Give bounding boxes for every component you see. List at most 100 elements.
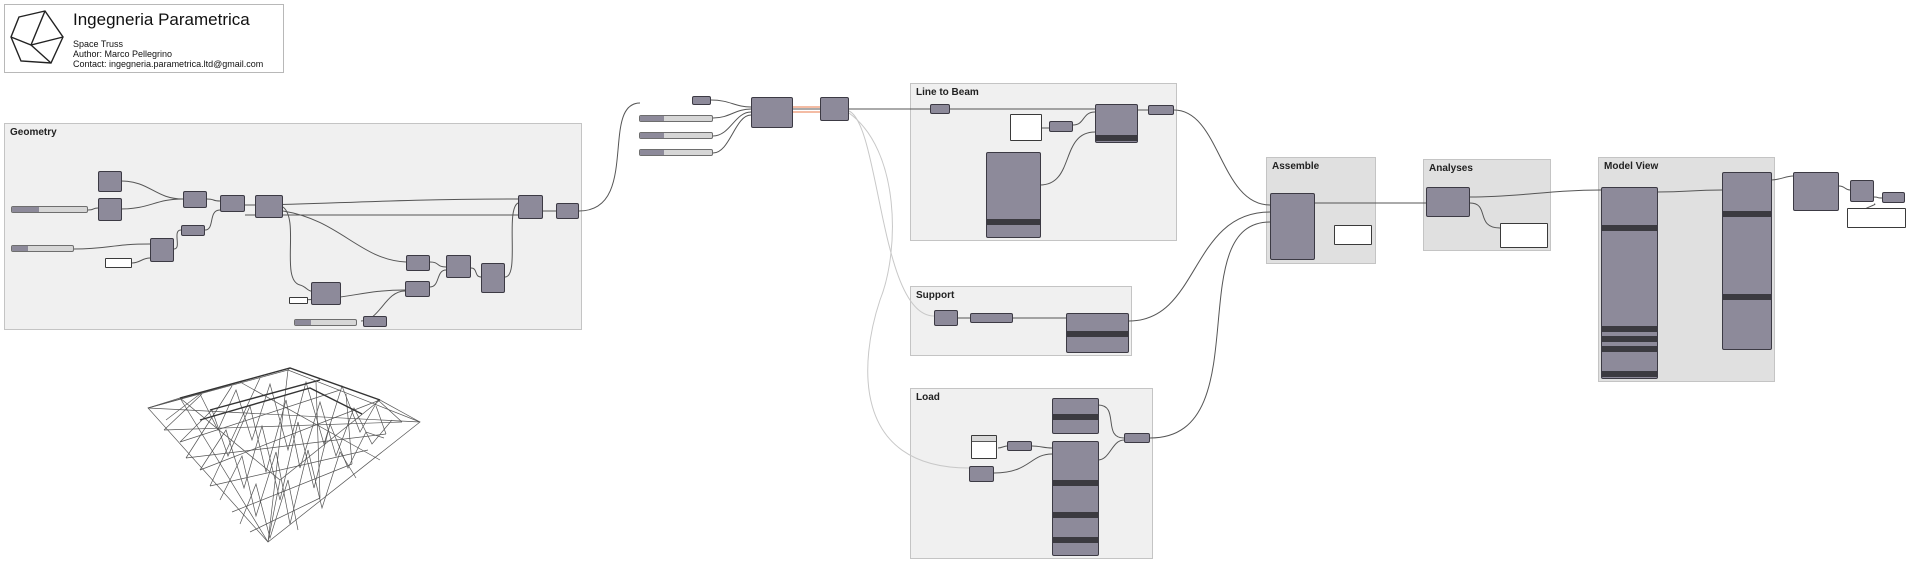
- wire: [578, 102, 641, 212]
- component-node[interactable]: [518, 195, 543, 219]
- group-label-model-view: Model View: [1604, 161, 1659, 172]
- component-node[interactable]: [255, 195, 283, 218]
- wire: [292, 289, 406, 301]
- space-truss-preview-icon: [147, 367, 421, 543]
- group-label-line-to-beam: Line to Beam: [916, 87, 979, 98]
- wire: [1097, 404, 1125, 439]
- component-node[interactable]: [406, 255, 430, 271]
- component-node[interactable]: [1066, 313, 1129, 353]
- component-node[interactable]: [363, 316, 387, 327]
- wire: [504, 202, 519, 278]
- component-node[interactable]: [1882, 192, 1905, 203]
- wire: [1770, 175, 1794, 181]
- group-geometry[interactable]: Geometry: [4, 123, 582, 330]
- component-node[interactable]: [1850, 180, 1874, 202]
- component-node[interactable]: [1052, 441, 1099, 556]
- wire: [712, 108, 752, 119]
- component-node[interactable]: [1148, 105, 1174, 115]
- component-node[interactable]: [183, 191, 207, 208]
- number-slider[interactable]: [11, 245, 74, 252]
- wire: [470, 267, 482, 278]
- wire: [120, 198, 184, 210]
- panel[interactable]: [1500, 223, 1548, 248]
- wire: [282, 206, 312, 292]
- group-label-geometry: Geometry: [10, 127, 57, 138]
- wire: [1097, 439, 1125, 461]
- wire: [204, 209, 221, 231]
- component-node[interactable]: [311, 282, 341, 305]
- component-node[interactable]: [1270, 193, 1315, 260]
- component-node[interactable]: [1124, 433, 1150, 443]
- wire: [1072, 111, 1096, 126]
- wire: [1469, 189, 1602, 198]
- component-node[interactable]: [220, 195, 245, 212]
- group-load[interactable]: Load: [910, 388, 1153, 559]
- wire: [1873, 196, 1883, 199]
- wire: [1173, 109, 1271, 206]
- cube-icon: [10, 10, 64, 64]
- component-node[interactable]: [1793, 172, 1839, 211]
- component-node[interactable]: [934, 310, 958, 326]
- component-node[interactable]: [969, 466, 994, 482]
- component-node[interactable]: [481, 263, 505, 293]
- number-slider[interactable]: [11, 206, 88, 213]
- author-line: Author: Marco Pellegrino: [73, 49, 173, 59]
- wire: [1469, 202, 1501, 229]
- component-node[interactable]: [1049, 121, 1073, 132]
- component-node[interactable]: [1722, 172, 1772, 350]
- component-node[interactable]: [930, 104, 950, 114]
- component-node[interactable]: [692, 96, 711, 105]
- wire: [73, 243, 151, 250]
- wire: [712, 111, 752, 137]
- group-label-support: Support: [916, 290, 955, 301]
- wire: [206, 198, 221, 202]
- panel[interactable]: [105, 258, 132, 268]
- component-node[interactable]: [1601, 187, 1658, 379]
- number-slider[interactable]: [639, 149, 713, 156]
- component-node[interactable]: [446, 255, 471, 278]
- group-label-load: Load: [916, 392, 940, 403]
- wire: [244, 198, 519, 206]
- component-node[interactable]: [820, 97, 849, 121]
- wire: [173, 229, 182, 250]
- component-node[interactable]: [1007, 441, 1032, 451]
- component-node[interactable]: [970, 313, 1013, 323]
- wire: [1128, 211, 1271, 322]
- wire: [1039, 131, 1096, 186]
- header-box: Ingegneria Parametrica Space Truss Autho…: [4, 4, 284, 73]
- component-node[interactable]: [986, 152, 1041, 238]
- number-slider[interactable]: [294, 319, 357, 326]
- component-node[interactable]: [1052, 398, 1099, 434]
- group-label-assemble: Assemble: [1272, 161, 1320, 172]
- component-node[interactable]: [98, 198, 122, 221]
- number-slider[interactable]: [639, 115, 713, 122]
- wire: [87, 207, 99, 211]
- wire: [1656, 189, 1723, 193]
- component-node[interactable]: [98, 171, 122, 192]
- component-node[interactable]: [150, 238, 174, 262]
- panel[interactable]: [289, 297, 308, 304]
- panel[interactable]: [1010, 114, 1042, 141]
- wire: [429, 261, 447, 268]
- number-slider[interactable]: [639, 132, 713, 139]
- wire: [993, 453, 1053, 474]
- wire: [429, 269, 447, 288]
- wire: [712, 114, 752, 154]
- panel[interactable]: [1847, 208, 1906, 228]
- app-title: Ingegneria Parametrica: [73, 10, 250, 29]
- component-node[interactable]: [556, 203, 579, 219]
- wire: [1838, 185, 1851, 191]
- wire: [1031, 445, 1053, 449]
- wire: [131, 257, 151, 264]
- component-node[interactable]: [1095, 104, 1138, 143]
- component-node[interactable]: [181, 225, 205, 236]
- subtitle: Space Truss: [73, 39, 124, 49]
- contact-line: Contact: ingegneria.parametrica.ltd@gmai…: [73, 59, 264, 69]
- panel[interactable]: [971, 435, 997, 459]
- component-node[interactable]: [1426, 187, 1470, 217]
- component-node[interactable]: [751, 97, 793, 128]
- panel[interactable]: [1334, 225, 1372, 245]
- wire: [282, 210, 407, 263]
- component-node[interactable]: [405, 281, 430, 297]
